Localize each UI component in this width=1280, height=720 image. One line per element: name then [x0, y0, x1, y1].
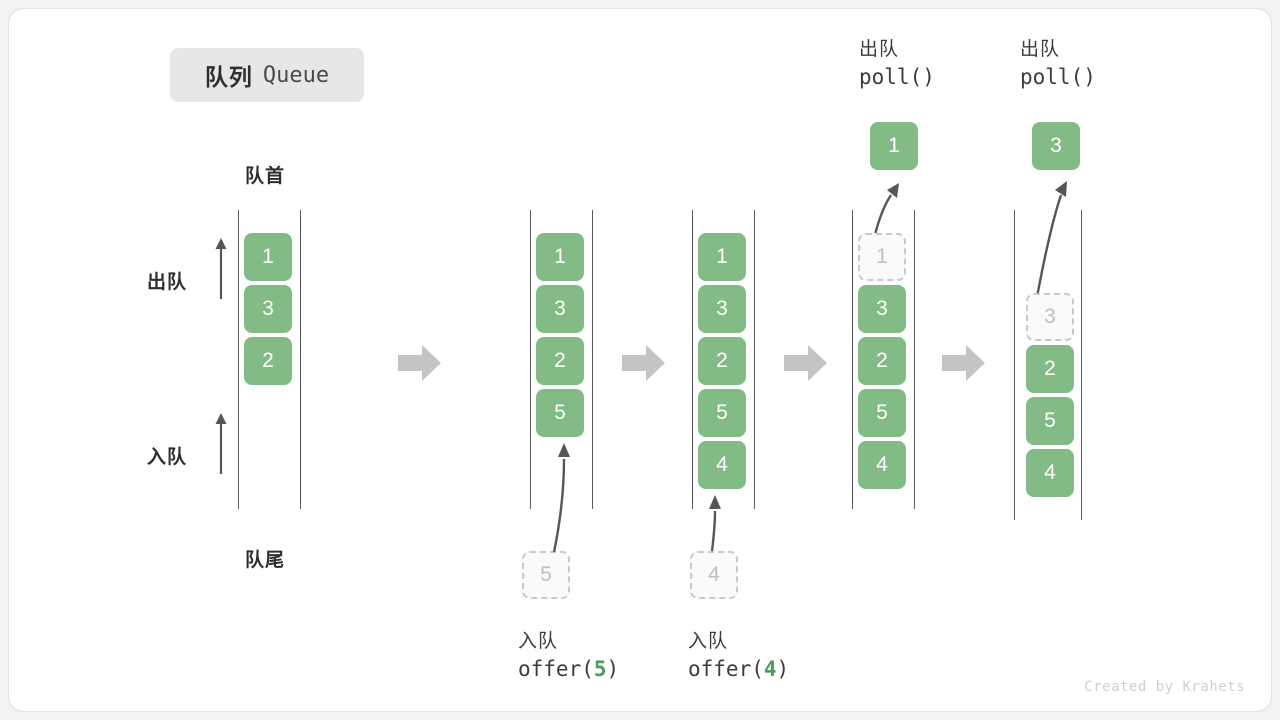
op-code-2: offer(4) — [688, 657, 790, 681]
op-label-poll-1: 出队 poll() — [859, 37, 935, 91]
col2-box-2: 2 — [536, 337, 584, 385]
col4-box-4: 4 — [858, 441, 906, 489]
col4-box-1: 3 — [858, 285, 906, 333]
side-label-enqueue: 入队 — [147, 447, 188, 468]
step-arrow-1 — [398, 343, 442, 383]
col4-box-3: 5 — [858, 389, 906, 437]
op-code-1: offer(5) — [518, 657, 620, 681]
op-label-offer-5: 入队 offer(5) — [518, 629, 619, 683]
col4-rail-left — [852, 210, 853, 509]
queue-head-label: 队首 — [245, 166, 286, 187]
col1-box-0: 1 — [244, 233, 292, 281]
col1-box-1: 3 — [244, 285, 292, 333]
op-cn-4: 出队 — [1020, 39, 1061, 60]
col5-box-4: 4 — [1026, 449, 1074, 497]
col5-ghost-box-1: 3 — [1026, 293, 1074, 341]
op-label-poll-2: 出队 poll() — [1020, 37, 1096, 91]
col3-box-2: 2 — [698, 337, 746, 385]
step-arrow-2 — [622, 343, 666, 383]
step-arrow-3 — [784, 343, 828, 383]
title-cn: 队列 — [204, 64, 253, 90]
col1-rail-right — [300, 210, 301, 509]
col2-incoming-ghost-box: 5 — [522, 551, 570, 599]
col5-popped-box: 3 — [1032, 122, 1080, 170]
col3-box-3: 5 — [698, 389, 746, 437]
col5-rail-left — [1014, 210, 1015, 520]
col3-box-0: 1 — [698, 233, 746, 281]
dequeue-direction-arrow — [214, 237, 228, 299]
diagram-card: 队列 Queue 队首 队尾 出队 入队 1 3 2 — [8, 8, 1272, 712]
op-cn-3: 出队 — [859, 39, 900, 60]
diagram-stage: 队列 Queue 队首 队尾 出队 入队 1 3 2 — [9, 9, 1271, 711]
col2-box-1: 3 — [536, 285, 584, 333]
col3-box-4: 4 — [698, 441, 746, 489]
watermark: Created by Krahets — [1084, 679, 1245, 695]
step-arrow-4 — [942, 343, 986, 383]
op-cn-1: 入队 — [518, 631, 559, 652]
col2-rail-left — [530, 210, 531, 509]
col3-incoming-ghost-box: 4 — [690, 551, 738, 599]
op-label-offer-4: 入队 offer(4) — [688, 629, 789, 683]
col3-rail-left — [692, 210, 693, 509]
col2-box-3: 5 — [536, 389, 584, 437]
col2-enqueue-curve-arrow — [536, 439, 586, 559]
col2-rail-right — [592, 210, 593, 509]
op-cn-2: 入队 — [688, 631, 729, 652]
col2-box-0: 1 — [536, 233, 584, 281]
enqueue-direction-arrow — [214, 412, 228, 474]
col5-rail-right — [1081, 210, 1082, 520]
col1-rail-left — [238, 210, 239, 509]
col4-ghost-box-0: 1 — [858, 233, 906, 281]
col1-box-2: 2 — [244, 337, 292, 385]
col5-dequeue-curve-arrow — [1017, 177, 1077, 304]
col5-box-2: 2 — [1026, 345, 1074, 393]
op-code-4: poll() — [1020, 65, 1096, 89]
side-label-dequeue: 出队 — [147, 272, 188, 293]
title-badge: 队列 Queue — [170, 48, 364, 102]
title-en: Queue — [262, 62, 330, 88]
col4-popped-box: 1 — [870, 122, 918, 170]
queue-tail-label: 队尾 — [245, 550, 286, 571]
col4-box-2: 2 — [858, 337, 906, 385]
col5-box-3: 5 — [1026, 397, 1074, 445]
col3-box-1: 3 — [698, 285, 746, 333]
col3-rail-right — [754, 210, 755, 509]
op-code-3: poll() — [859, 65, 935, 89]
col4-rail-right — [914, 210, 915, 509]
col3-enqueue-curve-arrow — [701, 491, 741, 558]
